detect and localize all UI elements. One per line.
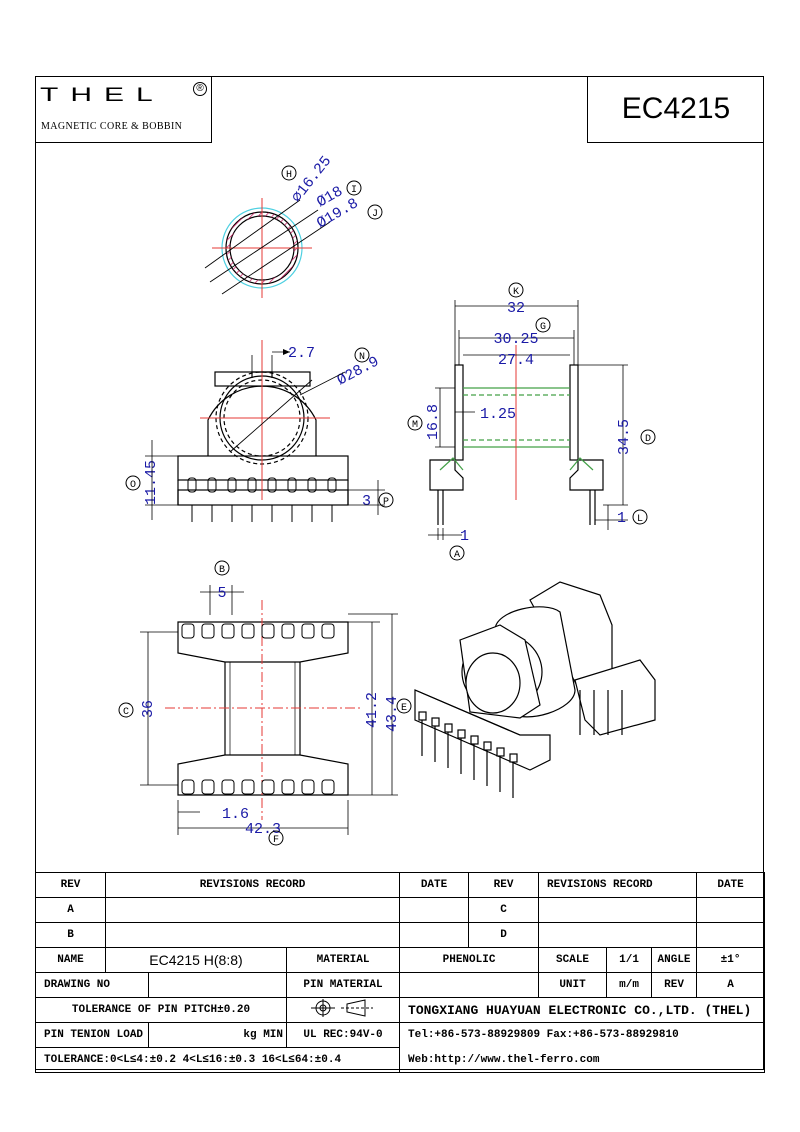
bottom-view-dimlines [140,585,398,835]
side-view-balloons: K G M D L A [407,282,656,561]
dim-G-value: 30.25 [493,331,538,348]
company-name: TONGXIANG HUAYUAN ELECTRONIC CO.,LTD. (T… [399,997,766,1023]
rev-label: REV [651,972,698,998]
front-view-labels: 2.7 Ø28.9 11.45 3 [143,345,382,510]
dim-L-value: 1 [617,510,626,527]
label-H: H [286,170,292,181]
ring-section-view: ⌀16.25 Ø18 Ø19.8 H I J [204,153,383,298]
logo-wordmark: THEL [40,84,165,106]
front-view-dimlines [145,371,385,520]
rev-d: D [468,922,540,948]
material-label: MATERIAL [285,947,401,973]
rev-header-right: REV [468,872,540,898]
dim-A-value: 1 [460,528,469,545]
ul-rec: UL REC:94V-0 [285,1022,401,1048]
logo-subtitle: MAGNETIC CORE & BOBBIN [41,121,183,132]
label-P: P [383,497,389,508]
name-label: NAME [35,947,106,973]
revisions-header-left: REVISIONS RECORD [104,872,401,898]
technical-drawing: ⌀16.25 Ø18 Ø19.8 H I J [118,153,656,846]
revisions-header-right: REVISIONS RECORD [538,872,698,898]
side-view-labels: 32 30.25 27.4 16.8 1.25 34.5 1 1 [425,300,633,545]
dim-C-value: 36 [140,700,157,718]
angle-label: ANGLE [651,947,698,973]
label-J: J [372,209,378,220]
label-D: D [645,434,651,445]
bottom-view-labels: 5 36 41.2 43.4 42.3 1.6 [140,585,401,838]
label-K: K [513,287,519,298]
pin-material-label: PIN MATERIAL [285,972,401,998]
label-C: C [123,707,129,718]
pin-tension-unit: kg MIN [148,1022,287,1048]
scale-value: 1/1 [606,947,653,973]
label-E: E [401,703,407,714]
dim-F-value: 42.3 [245,821,281,838]
isometric-view [414,581,656,798]
material-value: PHENOLIC [399,947,540,973]
dim-inner-width: 27.4 [498,352,534,369]
dim-D-value: 34.5 [616,419,633,455]
date-header-left: DATE [399,872,470,898]
front-view-balloons: N O P [125,347,394,508]
dim-flange: 1.6 [222,806,249,823]
company-logo: THEL ® MAGNETIC CORE & BOBBIN [35,76,212,143]
part-number: EC4215 [621,92,731,125]
dim-O-value: 11.45 [143,460,160,505]
front-view [177,340,349,506]
title-block: REV REVISIONS RECORD DATE REV REVISIONS … [34,872,766,1073]
rev-c: C [468,897,540,923]
bottom-view-pads [181,623,335,795]
angle-value: ±1° [696,947,766,973]
side-view [429,345,604,525]
label-L: L [637,514,643,525]
unit-value: m/m [606,972,653,998]
dim-pin-offset: 2.7 [288,345,315,362]
bottom-view-balloons: B C E F [118,560,412,846]
drawing-no-label: DRAWING NO [35,972,149,998]
projection-symbol-icon [285,997,401,1023]
side-view-dimlines [428,300,628,540]
label-F: F [273,835,279,846]
dim-K-value: 32 [507,300,525,317]
rev-b: B [35,922,106,948]
dim-P-value: 3 [362,493,371,510]
pin-tension-label: PIN TENION LOAD [35,1022,149,1048]
scale-label: SCALE [538,947,608,973]
dim-M-value: 16.8 [425,404,442,440]
dim-height-mid: 41.2 [364,692,381,728]
tolerance-general: TOLERANCE:0<L≤4:±0.2 4<L≤16:±0.3 16<L≤64… [34,1047,401,1073]
name-value: EC4215 H(8:8) [105,947,287,973]
tel-fax: Tel:+86-573-88929809 Fax:+86-573-8892981… [399,1022,766,1048]
rev-value: A [696,972,766,998]
registered-icon: ® [193,82,207,96]
label-A: A [454,550,460,561]
tolerance-pin-pitch: TOLERANCE OF PIN PITCH±0.20 [35,997,287,1023]
label-N: N [359,352,365,363]
label-M: M [412,420,418,431]
label-B: B [219,565,225,576]
front-view-pins [187,477,337,522]
rev-header-left: REV [35,872,106,898]
part-number-box: EC4215 [587,76,764,143]
dim-B-value: 5 [217,585,226,602]
unit-label: UNIT [538,972,608,998]
label-G: G [540,322,546,333]
date-header-right: DATE [696,872,766,898]
label-O: O [130,480,136,491]
website: Web:http://www.thel-ferro.com [399,1047,766,1073]
label-I: I [351,185,357,196]
rev-a: A [35,897,106,923]
dim-wall: 1.25 [480,406,516,423]
